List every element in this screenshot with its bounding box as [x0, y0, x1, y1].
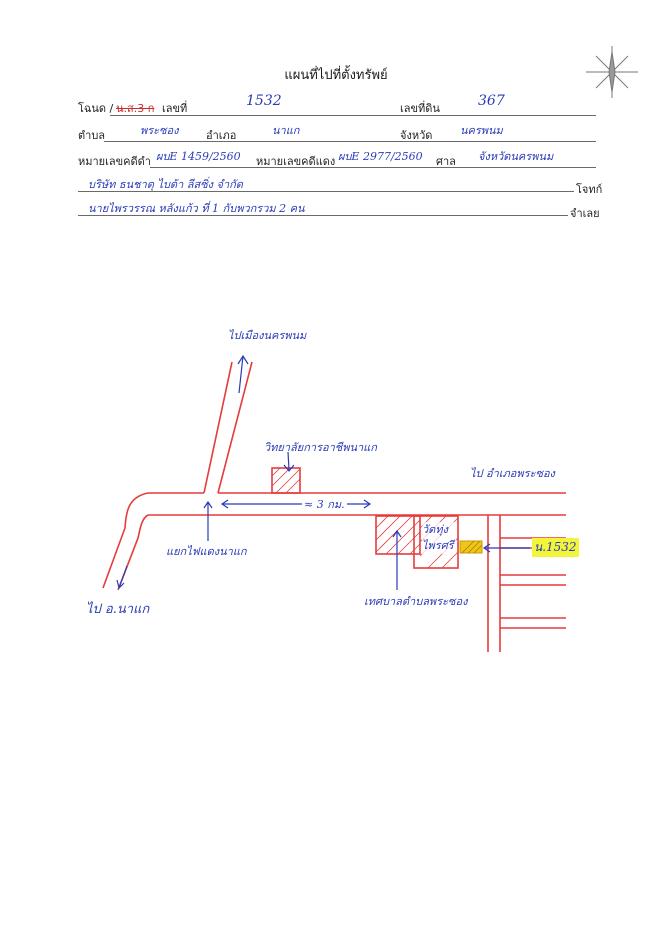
school-hatching — [271, 467, 301, 494]
district-label: อำเภอ — [206, 129, 237, 142]
deed-number-value: 1532 — [246, 93, 282, 109]
arrow-to-junction — [203, 500, 213, 541]
label-school: วิทยาลัยการอาชีพนาแก — [264, 441, 377, 454]
arrow-to-parcel — [482, 543, 530, 553]
court-label: ศาล — [436, 155, 456, 168]
label-distance: ≈ 3 กม. — [302, 495, 347, 513]
distance-arrow — [220, 499, 372, 509]
plaintiff-value: บริษัท ธนชาตุ ไบต้า ลีสซิ่ง จำกัด — [88, 178, 243, 191]
label-tambon-office: เทศบาลตำบลพระซอง — [364, 595, 468, 608]
court-value: จังหวัดนครพนม — [478, 150, 554, 163]
arrow-to-tambon-office — [392, 529, 402, 590]
arrow-to-school — [283, 451, 295, 472]
page-title: แผนที่ไปที่ตั้งทรัพย์ — [284, 68, 388, 83]
red-case-label: หมายเลขคดีแดง — [256, 155, 336, 168]
province-label: จังหวัด — [400, 129, 433, 142]
label-to-amphoe: ไป อำเภอพระซอง — [470, 467, 555, 480]
defendant-label: จำเลย — [570, 207, 600, 220]
wat-compound — [413, 515, 459, 569]
deed-label: โฉนด / — [78, 102, 114, 115]
label-junction: แยกไฟแดงนาแก — [166, 545, 247, 558]
plaintiff-label: โจทก์ — [576, 183, 603, 196]
number-label: เลขที่ — [162, 102, 188, 115]
form-line-4 — [78, 191, 574, 192]
black-case-label: หมายเลขคดีดำ — [78, 155, 151, 168]
compass-icon — [586, 46, 638, 98]
road-north-right-edge — [217, 361, 253, 494]
label-parcel: น.1532 — [532, 538, 579, 557]
red-case-value: ผบE 2977/2560 — [338, 150, 423, 163]
black-case-value: ผบE 1459/2560 — [156, 150, 241, 163]
form-line-5 — [78, 215, 568, 216]
form-line-1 — [110, 115, 596, 116]
form-line-2 — [104, 141, 596, 142]
deed-struck-text: น.ส.3 ก — [116, 102, 155, 115]
tambon-hatching — [375, 515, 421, 555]
land-no-label: เลขที่ดิน — [400, 102, 440, 115]
road-southwest-top-edge — [102, 492, 204, 589]
district-value: นาแก — [272, 124, 300, 137]
land-no-value: 367 — [478, 93, 505, 109]
form-line-3 — [150, 167, 596, 168]
subdistrict-label: ตำบล — [78, 129, 106, 142]
subject-parcel — [459, 540, 483, 554]
road-north-left-edge — [203, 361, 233, 494]
province-value: นครพนม — [460, 124, 503, 137]
defendant-value: นายไพรวรรณ หลังแก้ว ที่ 1 กับพวกรวม 2 คน — [88, 202, 305, 215]
label-to-na-kae: ไป อ.นาแก — [86, 602, 150, 617]
arrow-to-nakhon-phanom — [237, 354, 249, 394]
label-to-nakhon-phanom: ไปเมืองนครพนม — [228, 329, 307, 342]
label-wat: วัดทุ่ง ไพรศรี — [422, 522, 456, 554]
subdistrict-value: พระซอง — [140, 124, 179, 137]
arrow-to-na-kae — [116, 565, 128, 590]
road-southwest-bottom-edge — [117, 514, 149, 591]
